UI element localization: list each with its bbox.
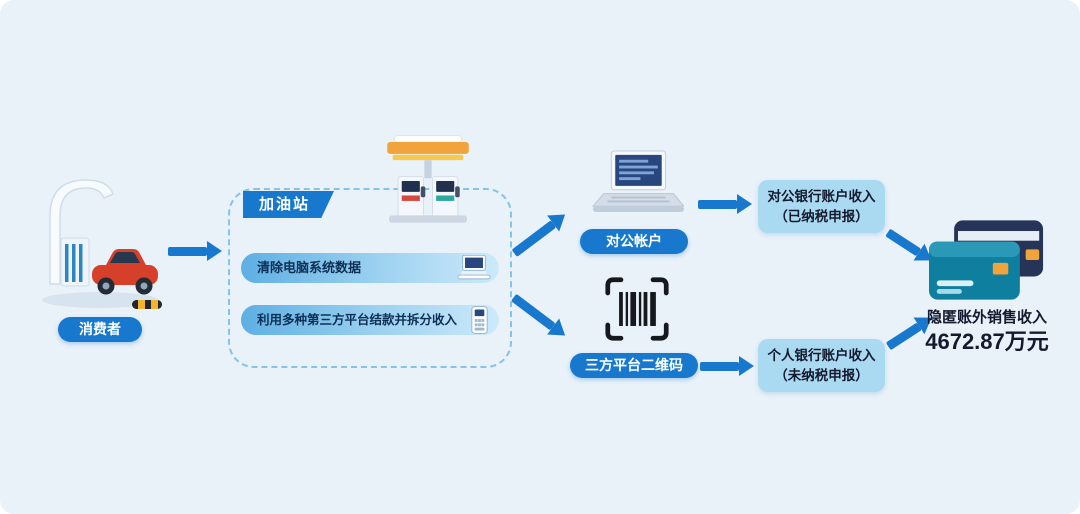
income-line1: 个人银行账户收入 xyxy=(767,347,876,363)
income-line2: （未纳税申报） xyxy=(774,367,869,383)
gas-station-label: 加油站 xyxy=(243,191,335,218)
gas-station-entrance-icon xyxy=(42,179,162,309)
credit-cards-icon xyxy=(929,220,1044,300)
consumer-label: 消费者 xyxy=(58,317,142,342)
step-clear-computer-data: 清除电脑系统数据 xyxy=(241,253,499,283)
arrow-icon xyxy=(700,356,754,376)
arrow-icon xyxy=(698,194,752,214)
laptop-icon xyxy=(592,150,684,213)
barcode-scan-icon xyxy=(605,277,669,341)
pos-terminal-icon xyxy=(471,306,488,334)
fuel-pump-icon xyxy=(387,135,469,223)
arrow-icon xyxy=(508,289,572,344)
step-label: 利用多种第三方平台结款并拆分收入 xyxy=(257,313,458,327)
step-label: 清除电脑系统数据 xyxy=(257,260,362,275)
corporate-account-label: 对公帐户 xyxy=(580,229,688,254)
income-line2: （已纳税申报） xyxy=(774,208,869,224)
corporate-income-box: 对公银行账户收入 （已纳税申报） xyxy=(758,180,885,233)
hidden-income-title: 隐匿账外销售收入 xyxy=(926,309,1047,326)
gas-station-group xyxy=(228,188,512,368)
third-party-qr-label: 三方平台二维码 xyxy=(570,353,698,378)
hidden-income-amount: 4672.87万元 xyxy=(925,329,1049,354)
step-split-income: 利用多种第三方平台结款并拆分收入 xyxy=(241,305,499,335)
personal-income-box: 个人银行账户收入 （未纳税申报） xyxy=(758,339,885,392)
income-line1: 对公银行账户收入 xyxy=(767,188,876,204)
arrow-icon xyxy=(168,241,222,261)
laptop-icon xyxy=(457,255,491,280)
arrow-icon xyxy=(508,206,572,260)
